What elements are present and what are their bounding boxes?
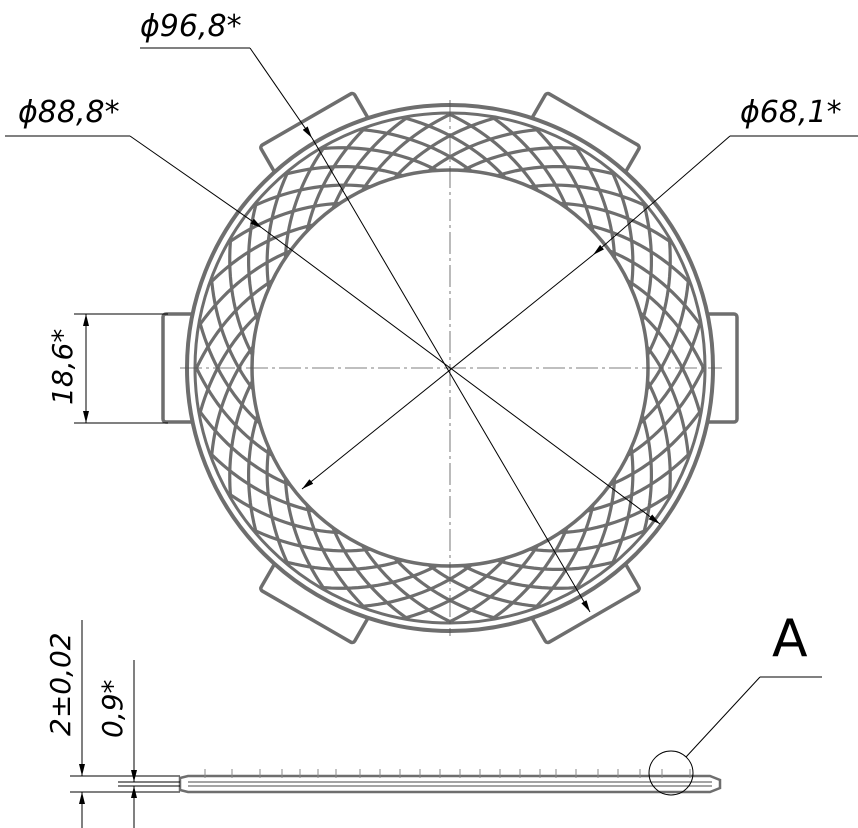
groove-curve [213, 201, 356, 255]
groove-curve [514, 520, 663, 553]
groove-curve [353, 113, 469, 205]
groove-curve [595, 394, 705, 492]
groove-curve [267, 553, 418, 572]
groove-curve [265, 155, 298, 304]
front-view: ϕ96,8* ϕ88,8* ϕ68,1* 18,6* [5, 9, 858, 645]
dim-outer-diameter-label: ϕ96,8* [140, 9, 242, 44]
groove-curve [602, 155, 635, 304]
groove-curve [302, 114, 379, 247]
groove-curve [302, 489, 379, 622]
groove-curve [627, 304, 705, 435]
groove-curve [194, 394, 305, 492]
dim-core-thickness-label: 0,9* [96, 679, 129, 738]
groove-curve [228, 221, 262, 369]
groove-curve [283, 462, 337, 605]
groove-curve [237, 520, 386, 553]
groove-curve [196, 220, 329, 297]
groove-curve [521, 489, 598, 622]
dim-friction-diameter-label: ϕ88,8* [18, 95, 120, 130]
groove-curve [194, 301, 273, 432]
dimension-inner-diameter [301, 135, 858, 490]
groove-curve [213, 481, 356, 535]
dimension-outer-diameter [140, 47, 591, 613]
groove-curve [482, 553, 633, 572]
groove-curve [635, 333, 691, 475]
groove-curve [237, 183, 386, 216]
groove-curve [544, 201, 687, 255]
detail-label-a: A [772, 609, 808, 669]
side-groove-ticks [204, 769, 691, 778]
groove-curve [635, 261, 691, 403]
groove-curve [449, 556, 597, 590]
groove-curve [613, 349, 705, 465]
groove-curve [383, 545, 514, 623]
groove-curve [431, 531, 547, 623]
groove-curve [303, 146, 451, 180]
dimension-friction-diameter [5, 135, 661, 525]
groove-curve [476, 113, 574, 223]
groove-curve [431, 113, 547, 205]
groove-curve [635, 185, 654, 336]
groove-curve [265, 432, 298, 581]
groove-curve [343, 127, 485, 183]
groove-curve [563, 131, 617, 274]
groove-curve [476, 513, 574, 623]
groove-curve [595, 244, 705, 342]
groove-curve [267, 164, 418, 183]
side-view: 2±0,02 0,9* A [44, 609, 822, 828]
groove-curve [415, 127, 557, 183]
groove-curve [209, 261, 265, 403]
dimension-tab-width [74, 313, 168, 424]
groove-curve [196, 439, 329, 516]
groove-curve [353, 531, 469, 623]
side-profile-outline [178, 774, 722, 794]
dim-total-thickness-label: 2±0,02 [44, 632, 77, 736]
groove-curve [638, 221, 672, 369]
groove-curve [563, 462, 617, 605]
groove-curve [386, 545, 517, 623]
groove-curve [343, 553, 485, 609]
groove-curve [194, 349, 287, 465]
groove-curve [544, 481, 687, 535]
groove-curve [194, 244, 305, 342]
groove-curve [194, 271, 287, 387]
groove-curve [283, 131, 337, 274]
groove-curve [514, 183, 663, 216]
groove-curve [326, 513, 424, 623]
groove-curve [521, 114, 598, 247]
groove-curve [482, 164, 633, 183]
groove-curve [246, 400, 265, 551]
groove-curve [613, 271, 705, 387]
groove-curve [449, 146, 597, 180]
dimension-thickness [70, 620, 180, 828]
groove-curve [627, 301, 705, 432]
groove-curve [602, 432, 635, 581]
groove-curve [383, 113, 514, 191]
groove-curve [326, 113, 424, 223]
groove-curve [638, 367, 672, 515]
groove-curve [228, 367, 262, 515]
detail-leader-line [685, 676, 761, 758]
groove-curve [415, 553, 557, 609]
groove-curve [386, 113, 517, 191]
groove-curve [246, 185, 265, 336]
groove-curve [571, 439, 704, 516]
friction-groove-pattern [194, 113, 705, 623]
detail-callout-circle [648, 750, 694, 796]
groove-curve [194, 304, 273, 435]
groove-curve [209, 333, 265, 475]
groove-curve [571, 220, 704, 297]
groove-curve [635, 400, 654, 551]
dim-inner-diameter-label: ϕ68,1* [740, 95, 842, 130]
dim-tab-width-label: 18,6* [46, 329, 79, 405]
groove-curve [303, 556, 451, 590]
